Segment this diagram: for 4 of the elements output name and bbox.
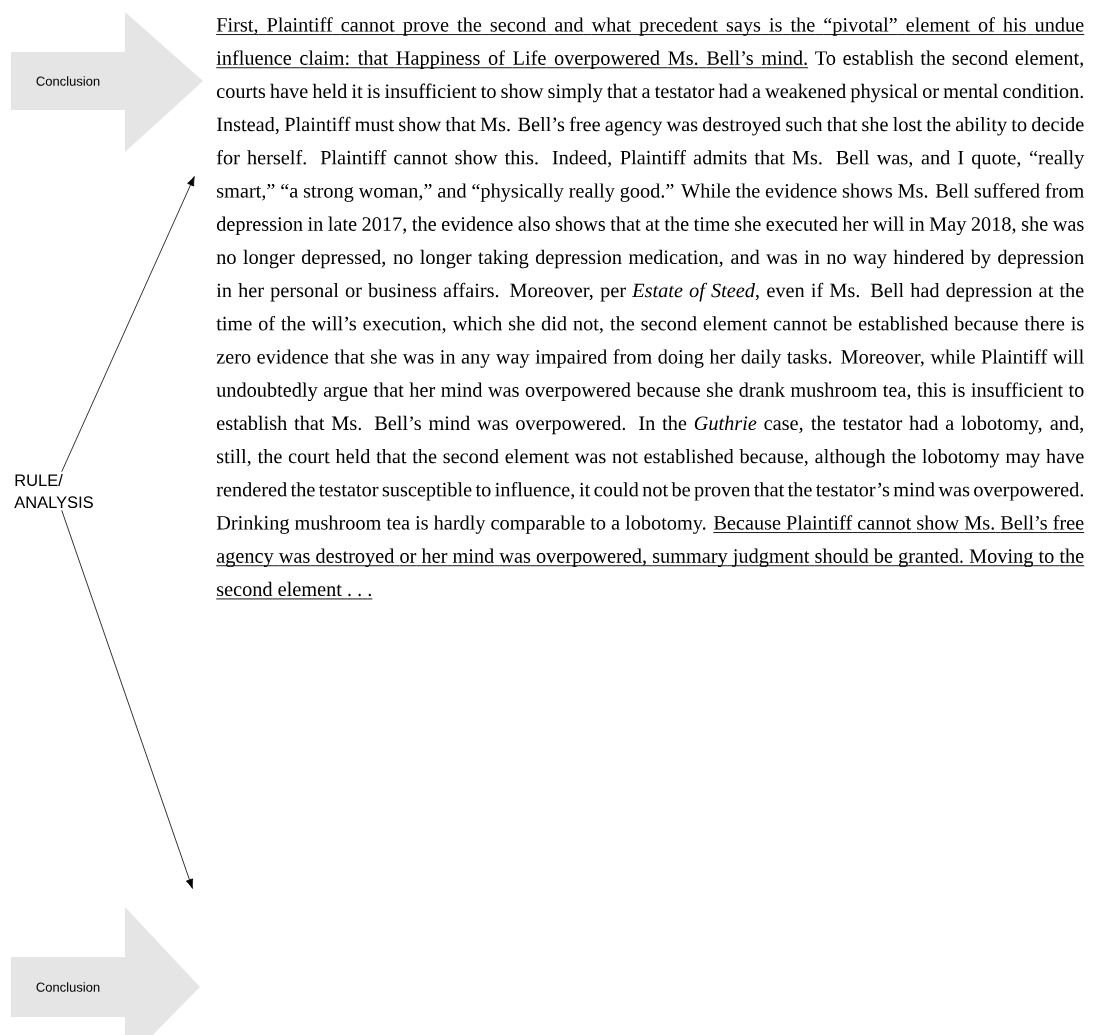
arrow [61,176,195,473]
paragraph-text: First, Plaintiff cannot prove the second and what precedent says is the “pivotal” element of his undue influence claim: that Happiness of Life overpowered Ms. Bell’s mind. To establish the second element, courts have held it is insufficient to show simply that a testator had a weakened physical or mental condition. Instead, Plaintiff must show that Ms. Bell’s free agency was destroyed such that she lost the ability to decide for herself. Plaintiff cannot show this. Indeed, Plaintiff admits that Ms. Bell was, and I quote, “really smart,” “a strong woman,” and “physically really good.” While the evidence shows Ms. Bell suffered from depression in late 2017, the evidence also shows that at the time she executed her will in May 2018, she was no longer depressed, no longer taking depression medication, and was in no way hindered by depression in her personal or business affairs. Moreover, per Estate of Steed, even if Ms. Bell had depression at the time of the will’s execution, which she did not, the second element cannot be established because there is zero evidence that she was in any way impaired from doing her daily tasks. Moreover, while Plaintiff will undoubtedly argue that her mind was overpowered because she drank mushroom tea, this is insufficient to establish that Ms. Bell’s mind was overpowered. In the Guthrie case, the testator had a lobotomy, and, still, the court held that the second element was not established because, although the lobotomy may have rendered the testator susceptible to influence, it could not be proven that the testator’s mind was overpowered. Drinking mushroom tea is hardly comparable to a lobotomy. Because Plaintiff cannot show Ms. Bell’s free agency was destroyed or her mind was overpowered, summary judgment should be granted. Moving to the second element . . . [215,17,1085,600]
arrow [61,509,194,889]
side-label: RULE/ ANALYSIS [14,473,93,509]
